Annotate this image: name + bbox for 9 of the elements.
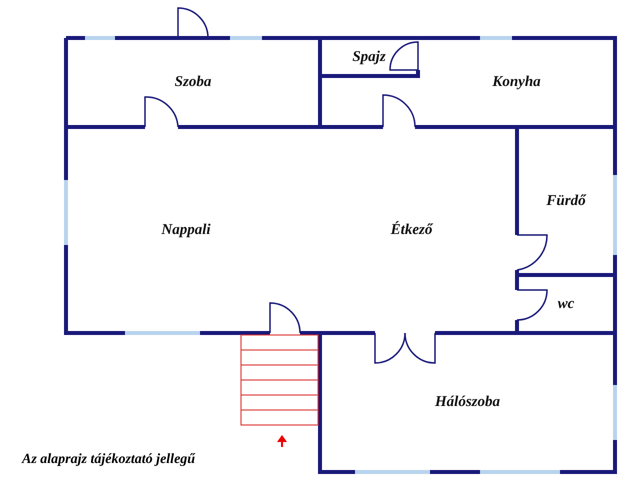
room-label: Nappali [161,222,211,238]
room-label: Hálószoba [434,394,500,411]
room-label: Spajz [352,48,386,66]
room-label: wc [558,296,574,312]
room-label: Szoba [174,74,212,91]
room-label: Étkező [390,222,432,238]
disclaimer-note: Az alaprajz tájékoztató jellegű [22,452,196,468]
room-label: Konyha [492,74,541,91]
room-label: Fürdő [546,192,586,210]
